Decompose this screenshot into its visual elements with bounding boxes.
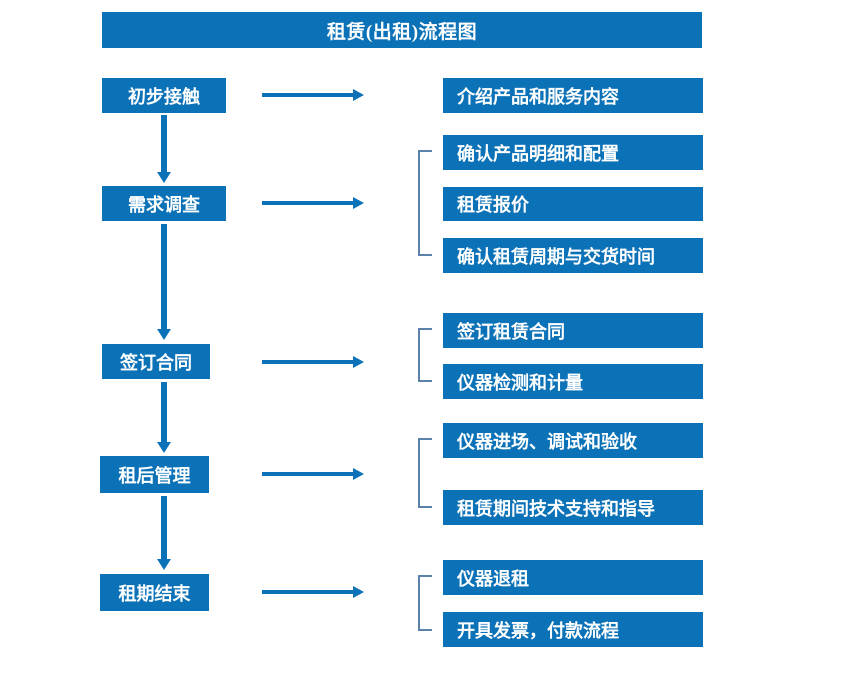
stage-box-1[interactable]: 初步接触 xyxy=(102,78,226,113)
group-bracket-4 xyxy=(418,575,432,631)
stage-box-4[interactable]: 租后管理 xyxy=(100,456,209,493)
detail-box-7[interactable]: 仪器进场、调试和验收 xyxy=(443,423,703,458)
flow-arrow-down-2 xyxy=(157,224,171,340)
detail-box-10[interactable]: 开具发票，付款流程 xyxy=(443,612,703,647)
stage-box-2[interactable]: 需求调查 xyxy=(102,186,226,221)
flow-arrow-down-4 xyxy=(157,496,171,570)
group-bracket-2 xyxy=(418,328,432,382)
detail-box-8[interactable]: 租赁期间技术支持和指导 xyxy=(443,490,703,525)
flow-arrow-down-1 xyxy=(157,115,171,183)
link-arrow-right-2 xyxy=(262,197,364,209)
link-arrow-right-5 xyxy=(262,586,364,598)
detail-box-1[interactable]: 介绍产品和服务内容 xyxy=(443,78,703,113)
stage-box-5[interactable]: 租期结束 xyxy=(100,574,209,611)
detail-box-5[interactable]: 签订租赁合同 xyxy=(443,313,703,348)
detail-box-2[interactable]: 确认产品明细和配置 xyxy=(443,135,703,170)
detail-box-9[interactable]: 仪器退租 xyxy=(443,560,703,595)
detail-box-4[interactable]: 确认租赁周期与交货时间 xyxy=(443,238,703,273)
flow-arrow-down-3 xyxy=(157,382,171,453)
group-bracket-1 xyxy=(418,150,432,256)
stage-box-3[interactable]: 签订合同 xyxy=(102,344,210,379)
link-arrow-right-4 xyxy=(262,468,364,480)
page-title: 租赁(出租)流程图 xyxy=(102,12,702,48)
detail-box-3[interactable]: 租赁报价 xyxy=(443,187,703,221)
link-arrow-right-1 xyxy=(262,89,364,101)
group-bracket-3 xyxy=(418,438,432,508)
link-arrow-right-3 xyxy=(262,356,364,368)
detail-box-6[interactable]: 仪器检测和计量 xyxy=(443,364,703,399)
